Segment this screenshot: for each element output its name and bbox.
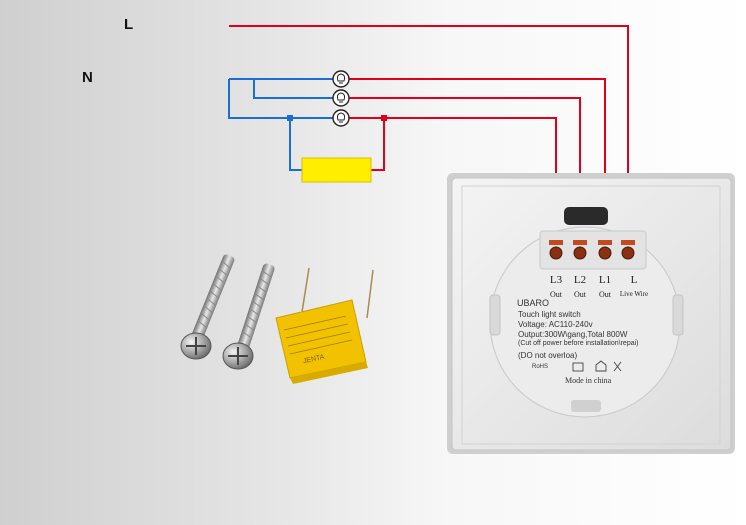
terminal-name: L [630, 274, 638, 286]
terminal-name: L1 [598, 274, 612, 286]
terminal-l1: L1 Out [589, 275, 621, 300]
load-capacitor-symbol [301, 157, 372, 183]
terminal-screw-icon [549, 240, 563, 260]
switch-line-3: Output:300W\gang,Total 800W [518, 330, 628, 339]
neutral-wire-branch-2 [253, 79, 334, 99]
terminal-l: L Live Wire [616, 275, 652, 300]
switch-line-2: Voltage: AC110-240v [518, 320, 593, 329]
rohs-mark: RoHS [532, 364, 549, 370]
terminal-name: L2 [573, 274, 587, 286]
screw-icon [236, 263, 275, 353]
terminal-sub: Out [599, 290, 611, 299]
switch-brand: UBARO [517, 298, 550, 308]
live-wire-input [229, 25, 629, 240]
terminal-screw-icon [573, 240, 587, 260]
line-label: L [124, 16, 134, 33]
terminal-name: L3 [549, 274, 563, 286]
switch-line-6: Mode in china [565, 376, 612, 385]
lamp-icon [332, 70, 350, 88]
switch-line-4: (Cut off power before installation\repai… [518, 340, 639, 347]
live-junction-node [381, 115, 387, 121]
terminal-l3: L3 Out [540, 275, 572, 300]
switch-line-1: Touch light switch [518, 310, 581, 319]
neutral-junction-node [287, 115, 293, 121]
terminal-screw-icon [621, 240, 635, 260]
terminal-sub: Out [550, 290, 562, 299]
neutral-label: N [82, 69, 93, 86]
terminal-sub: Live Wire [619, 290, 649, 298]
neutral-wire-to-load [289, 118, 302, 171]
neutral-wire-branch-3 [228, 79, 334, 119]
neutral-wires [228, 78, 334, 171]
switch-back-plate [447, 173, 735, 454]
terminal-sub: Out [574, 290, 586, 299]
screw-icon [191, 254, 235, 342]
terminal-l2: L2 Out [564, 275, 596, 300]
output-wire-to-load [371, 118, 385, 171]
capacitor-icon [275, 267, 374, 384]
lamp-icon [332, 109, 350, 127]
switch-line-5: (DO not overloa) [518, 351, 578, 360]
lamp-icon [332, 89, 350, 107]
certification-icons [572, 360, 622, 372]
terminal-screw-icon [598, 240, 612, 260]
